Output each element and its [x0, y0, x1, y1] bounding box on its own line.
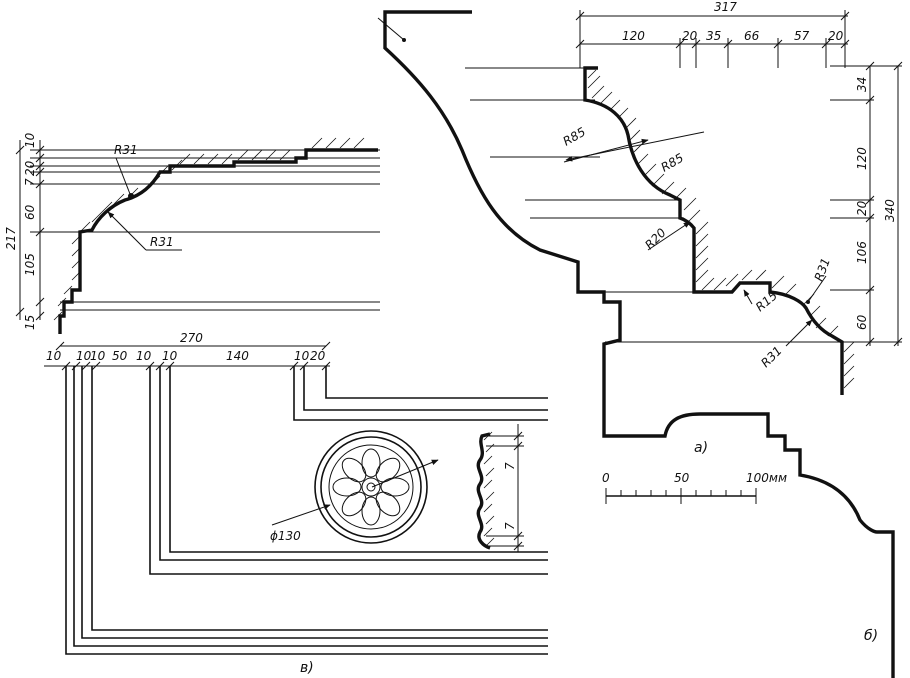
v-bottom-seg-4: 50	[112, 349, 128, 363]
bead-bottom-dim: 7	[503, 522, 517, 530]
scale-bar: 0 50 100мм	[602, 471, 787, 504]
a-radius-lower-a: R31	[812, 256, 833, 283]
a-radius-upper-left: R85	[561, 125, 588, 149]
a-top-seg-6: 20	[828, 29, 844, 43]
scale-mid: 50	[674, 471, 690, 485]
scale-end: 100мм	[746, 471, 787, 485]
scale-zero: 0	[602, 471, 610, 485]
a-top-seg-4: 66	[744, 29, 760, 43]
rosette-diameter: ϕ130	[270, 529, 301, 543]
panel-b-label: б)	[864, 628, 878, 644]
panel-v-profile: 10 20 7 60 105 15 217 R31 R31 270 10 10 …	[4, 132, 548, 676]
rosette: ϕ130	[270, 430, 439, 544]
a-top-seg-3: 35	[706, 29, 721, 43]
v-bottom-seg-2: 10	[76, 349, 92, 363]
panel-b-profile	[377, 10, 895, 678]
v-overall-width: 270	[180, 331, 203, 345]
v-bottom-seg-3: 10	[90, 349, 106, 363]
panel-v-label: в)	[300, 660, 314, 676]
v-left-seg-5: 105	[23, 253, 37, 276]
a-top-seg-2: 20	[682, 29, 698, 43]
a-overall-height: 340	[883, 199, 897, 222]
a-right-seg-4: 106	[855, 241, 869, 264]
a-right-seg-5: 60	[855, 314, 869, 330]
v-left-seg-1: 10	[23, 132, 37, 148]
a-overall-width: 317	[714, 0, 737, 14]
panel-a-profile: 317 120 20 35 66 57 20 34 120 20 106 60 …	[465, 0, 903, 456]
a-top-seg-1: 120	[622, 29, 645, 43]
panel-a-label: а)	[694, 440, 708, 456]
a-radius-lower-b: R31	[758, 344, 785, 371]
v-left-seg-4: 60	[23, 204, 37, 220]
a-right-seg-3: 20	[855, 200, 869, 216]
v-bottom-seg-7: 140	[226, 349, 249, 363]
v-bottom-seg-5: 10	[136, 349, 152, 363]
v-left-seg-6: 15	[23, 315, 37, 330]
v-bottom-seg-8: 10	[294, 349, 310, 363]
a-right-seg-1: 34	[855, 77, 869, 92]
v-left-seg-3: 7	[23, 178, 37, 186]
a-right-seg-2: 120	[855, 147, 869, 170]
v-bottom-seg-1: 10	[46, 349, 62, 363]
a-radius-upper-right: R85	[659, 151, 686, 175]
v-radius-bottom: R31	[150, 235, 174, 249]
v-radius-top: R31	[114, 143, 138, 157]
v-overall-height: 217	[4, 227, 18, 250]
bead-moulding: 7 7	[476, 424, 524, 552]
v-bottom-seg-9: 20	[310, 349, 326, 363]
bead-top-dim: 7	[503, 462, 517, 470]
v-bottom-seg-6: 10	[162, 349, 178, 363]
ceiling-frame	[65, 366, 548, 655]
a-top-seg-5: 57	[794, 29, 810, 43]
v-left-seg-2: 20	[23, 160, 37, 176]
a-radius-mid: R20	[642, 225, 669, 252]
